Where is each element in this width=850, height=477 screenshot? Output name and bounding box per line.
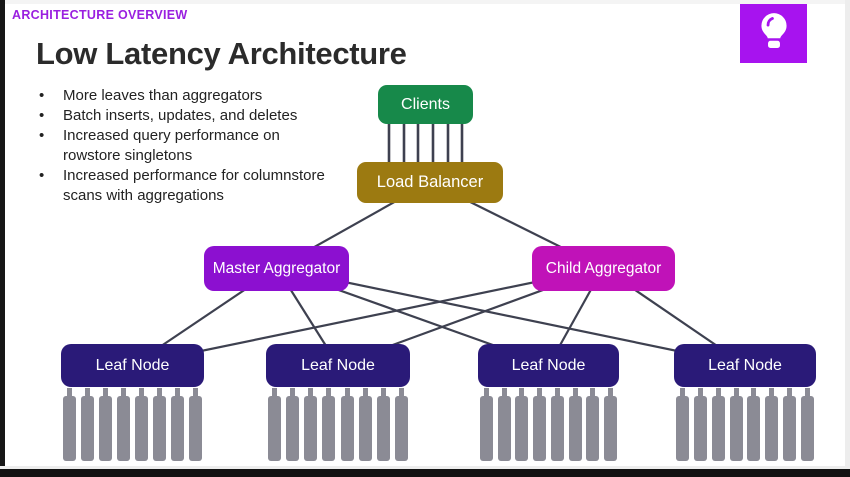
- partition-bar: [729, 388, 743, 461]
- partition-bar: [800, 388, 814, 461]
- partition-bar: [693, 388, 707, 461]
- partition-bar: [783, 388, 797, 461]
- partition-bar: [340, 388, 354, 461]
- screen-left-edge: [0, 0, 5, 469]
- partition-bar: [497, 388, 511, 461]
- partition-bar: [81, 388, 94, 461]
- partition-bar: [99, 388, 112, 461]
- screen-right-edge: [845, 0, 850, 469]
- leaf-node-4: Leaf Node: [674, 344, 816, 387]
- partition-bar: [189, 388, 202, 461]
- partition-bar: [533, 388, 547, 461]
- clients-node: Clients: [378, 85, 473, 124]
- partition-bar: [480, 388, 493, 461]
- bullet-list: More leaves than aggregators Batch inser…: [36, 86, 336, 206]
- partition-bar: [135, 388, 148, 461]
- child-aggregator-node: Child Aggregator: [532, 246, 675, 291]
- screen-top-edge: [5, 0, 850, 4]
- partition-bar: [322, 388, 336, 461]
- partition-bar: [358, 388, 372, 461]
- partition-bar: [711, 388, 725, 461]
- partition-bar: [376, 388, 390, 461]
- partition-row: [676, 388, 814, 461]
- leaf-node-1: Leaf Node: [61, 344, 204, 387]
- bullet-item: Increased query performance on rowstore …: [36, 126, 336, 166]
- partition-row: [63, 388, 202, 461]
- partition-bar: [586, 388, 600, 461]
- partition-bar: [765, 388, 779, 461]
- lightbulb-tile: [740, 0, 807, 63]
- partition-row: [480, 388, 617, 461]
- partition-bar: [515, 388, 529, 461]
- partition-bar: [568, 388, 582, 461]
- slide-bottom-border: [0, 466, 850, 469]
- partition-bar: [747, 388, 761, 461]
- partition-bar: [171, 388, 184, 461]
- partition-bar: [153, 388, 166, 461]
- load-balancer-node: Load Balancer: [357, 162, 503, 203]
- screen-bottom-edge: [0, 469, 850, 477]
- partition-bar: [394, 388, 408, 461]
- bullet-item: More leaves than aggregators: [36, 86, 336, 106]
- page-title: Low Latency Architecture: [36, 36, 407, 71]
- partition-bar: [268, 388, 281, 461]
- bullet-item: Increased performance for columnstore sc…: [36, 166, 336, 206]
- partition-bar: [117, 388, 130, 461]
- partition-bar: [603, 388, 617, 461]
- partition-bar: [550, 388, 564, 461]
- slide-kicker: ARCHITECTURE OVERVIEW: [12, 8, 188, 22]
- partition-bar: [286, 388, 300, 461]
- partition-bar: [63, 388, 76, 461]
- lightbulb-icon: [760, 12, 787, 48]
- leaf-node-2: Leaf Node: [266, 344, 410, 387]
- leaf-node-3: Leaf Node: [478, 344, 619, 387]
- bullet-item: Batch inserts, updates, and deletes: [36, 106, 336, 126]
- partition-bar: [304, 388, 318, 461]
- partition-bar: [676, 388, 689, 461]
- master-aggregator-node: Master Aggregator: [204, 246, 349, 291]
- partition-row: [268, 388, 408, 461]
